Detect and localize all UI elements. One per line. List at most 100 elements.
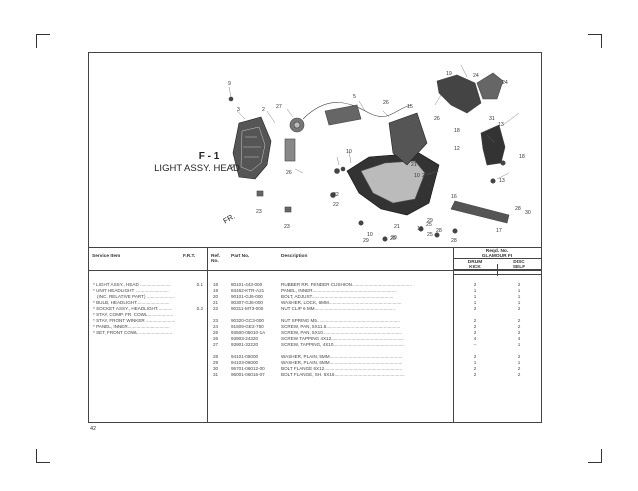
- exploded-diagram: F - 1 LIGHT ASSY. HEAD FR. 19 24 24 9 5 …: [89, 53, 541, 248]
- callout-number: 24: [473, 73, 479, 79]
- header-part-no: Part No.: [231, 254, 250, 259]
- qty-drum: 2: [473, 318, 477, 323]
- qty-drum: 2: [473, 282, 477, 287]
- qty-drum: 1: [473, 288, 477, 293]
- callout-number: 28: [419, 198, 425, 204]
- callout-number: 2: [262, 107, 265, 113]
- header-self: SELF: [512, 265, 526, 270]
- part-description: SCREW, PAN, 5X10........................…: [281, 330, 402, 335]
- service-item-frt: 0.1: [196, 282, 203, 287]
- part-number: 90101-GJ6-000: [231, 294, 263, 299]
- crop-mark: [36, 34, 37, 48]
- rule: [453, 258, 541, 259]
- service-item: * PANEL, INNER..........................…: [93, 324, 170, 329]
- figure-title: LIGHT ASSY. HEAD: [154, 163, 240, 174]
- qty-disc: 1: [517, 300, 521, 305]
- callout-number: 21: [394, 224, 400, 230]
- ref-number: 19: [213, 288, 219, 293]
- service-item: * STAY, COMP. FR. COWL..................…: [93, 312, 174, 317]
- ref-number: 31: [213, 372, 219, 377]
- crop-mark: [601, 449, 602, 463]
- part-description: SCREW, PAN, 5X11.5......................…: [281, 324, 401, 329]
- qty-disc: 2: [517, 282, 521, 287]
- qty-drum: 1: [473, 360, 477, 365]
- callout-number: 28: [451, 238, 457, 244]
- callout-number: 18: [454, 128, 460, 134]
- callout-number: 12: [454, 146, 460, 152]
- crop-mark: [36, 449, 37, 463]
- crop-mark: [588, 462, 602, 463]
- ref-number: 24: [213, 324, 219, 329]
- qty-drum: 2: [473, 306, 477, 311]
- column-rule: [207, 248, 208, 423]
- ref-number: 23: [213, 318, 219, 323]
- ref-number: 20: [213, 294, 219, 299]
- ref-number: 30: [213, 366, 219, 371]
- callout-number: 10: [367, 232, 373, 238]
- callout-number: 22: [333, 192, 339, 198]
- callout-number: 31: [489, 116, 495, 122]
- callout-number: 30: [525, 210, 531, 216]
- service-item: * SET, FRONT COWL ......................…: [93, 330, 173, 335]
- callout-number: 23: [284, 224, 290, 230]
- qty-disc: 2: [517, 372, 521, 377]
- part-number: 83462-KTR-A21: [231, 288, 265, 293]
- exploded-view-drawing: [228, 64, 520, 242]
- callout-number: 13: [499, 178, 505, 184]
- callout-number: 3: [237, 107, 240, 113]
- callout-number: 18: [519, 154, 525, 160]
- ref-number: 21: [213, 300, 219, 305]
- callout-number: 24: [502, 80, 508, 86]
- part-description: WASHER, PLAIN, 5MM......................…: [281, 354, 403, 359]
- qty-disc: 1: [517, 360, 521, 365]
- callout-number: 10: [414, 173, 420, 179]
- qty-drum: 1: [473, 294, 477, 299]
- part-description: RUBBER RR. FENDER CUSHION...............…: [281, 282, 412, 287]
- part-number: 94103-06000: [231, 360, 259, 365]
- qty-disc: 1: [517, 288, 521, 293]
- callout-number: 10: [417, 226, 423, 232]
- part-description: SCREW, TAPPING, 4X10....................…: [281, 342, 405, 347]
- service-item: * LIGHT ASSY., HEAD ....................…: [93, 282, 171, 287]
- header-ref-no: Ref. No.: [211, 254, 221, 264]
- callout-number: 21: [411, 162, 417, 168]
- part-description: WASHER, PLAIN, 6MM......................…: [281, 360, 403, 365]
- qty-drum: 2: [473, 366, 477, 371]
- qty-disc: 1: [517, 342, 521, 347]
- qty-drum: 2: [473, 324, 477, 329]
- service-item: (INC. RELATIVE PART) ...................…: [97, 294, 175, 299]
- callout-number: 29: [363, 238, 369, 244]
- qty-drum: 2: [473, 330, 477, 335]
- header-service-item: Service Item: [92, 254, 121, 259]
- callout-number: 9: [231, 164, 234, 170]
- part-number: 90320-GC3-000: [231, 318, 264, 323]
- part-number: 94101-05000: [231, 354, 259, 359]
- service-item-frt: 0.2: [196, 306, 203, 311]
- callout-number: 26: [434, 116, 440, 122]
- crop-mark: [36, 462, 50, 463]
- callout-number: 20: [391, 235, 397, 241]
- part-description: NUT CLIP 6 MM...........................…: [281, 306, 395, 311]
- crop-mark: [36, 34, 50, 35]
- callout-number: 28: [436, 228, 442, 234]
- callout-number: 26: [422, 173, 428, 179]
- callout-number: 25: [426, 222, 432, 228]
- ref-number: 18: [213, 282, 219, 287]
- header-variant: GLAMOUR FI: [481, 254, 513, 259]
- callout-number: 15: [407, 104, 413, 110]
- figure-id: F - 1: [198, 151, 220, 162]
- part-number: 93500-05010-1A: [231, 330, 266, 335]
- qty-disc: 2: [517, 318, 521, 323]
- parts-table-header: Service Item F.R.T. Ref. No. Part No. De…: [89, 248, 541, 271]
- callout-number: 28: [515, 206, 521, 212]
- parts-catalog-frame: F - 1 LIGHT ASSY. HEAD FR. 19 24 24 9 5 …: [88, 52, 542, 423]
